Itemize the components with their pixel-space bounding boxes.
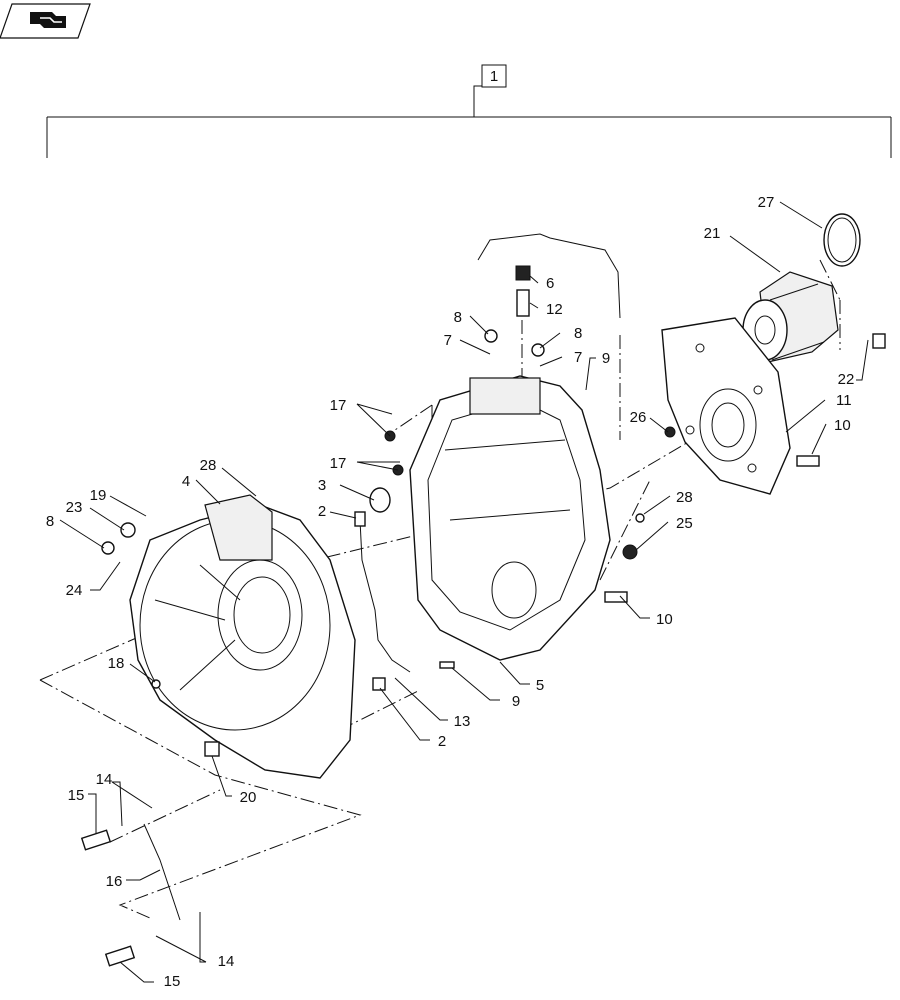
callout-7-left[interactable]: 7	[444, 332, 452, 349]
callout-18[interactable]: 18	[108, 655, 125, 672]
callout-28-right[interactable]: 28	[676, 489, 693, 506]
hose-part	[80, 823, 181, 967]
callout-10-right[interactable]: 10	[834, 417, 851, 434]
callout-8-top-right[interactable]: 8	[574, 325, 582, 342]
callout-3[interactable]: 3	[318, 477, 326, 494]
callout-6[interactable]: 6	[546, 275, 554, 292]
small-parts	[101, 329, 886, 757]
callout-2-lower[interactable]: 2	[438, 733, 446, 750]
book-icon[interactable]	[0, 3, 91, 39]
callout-4[interactable]: 4	[182, 473, 190, 490]
callout-21[interactable]: 21	[704, 225, 721, 242]
callout-27[interactable]: 27	[758, 194, 775, 211]
callout-24[interactable]: 24	[66, 582, 83, 599]
cover-plate-part	[661, 317, 791, 495]
callout-8-left[interactable]: 8	[46, 513, 54, 530]
pressure-tube-part	[354, 511, 411, 691]
callout-26[interactable]: 26	[630, 409, 647, 426]
leader-lines	[59, 201, 869, 983]
callout-15-upper[interactable]: 15	[68, 787, 85, 804]
o-ring-part	[823, 213, 861, 267]
callout-5[interactable]: 5	[536, 677, 544, 694]
callout-9-lower[interactable]: 9	[512, 693, 520, 710]
bell-housing-part	[129, 494, 356, 779]
callout-22[interactable]: 22	[838, 371, 855, 388]
callout-17-lower[interactable]: 17	[330, 455, 347, 472]
callout-15-lower[interactable]: 15	[164, 973, 181, 990]
callout-10-lower[interactable]: 10	[656, 611, 673, 628]
callout-2-upper[interactable]: 2	[318, 503, 326, 520]
assembly-bracket: 1	[46, 64, 892, 158]
callout-9-top[interactable]: 9	[602, 350, 610, 367]
callout-20[interactable]: 20	[240, 789, 257, 806]
callout-28-left[interactable]: 28	[200, 457, 217, 474]
oil-pipe-part	[477, 233, 621, 319]
callout-19[interactable]: 19	[90, 487, 107, 504]
callout-13[interactable]: 13	[454, 713, 471, 730]
callout-16[interactable]: 16	[106, 873, 123, 890]
callout-labels: 27 21 6 12 8 8 7 7 9 22 26 11 10 17 17 2…	[46, 194, 855, 990]
callout-7-right[interactable]: 7	[574, 349, 582, 366]
callout-17-upper[interactable]: 17	[330, 397, 347, 414]
callout-14-upper[interactable]: 14	[96, 771, 113, 788]
callout-23[interactable]: 23	[66, 499, 83, 516]
callout-14-lower[interactable]: 14	[218, 953, 235, 970]
callout-8-top-left[interactable]: 8	[454, 309, 462, 326]
transmission-housing-part	[409, 375, 611, 661]
callout-11[interactable]: 11	[836, 392, 852, 409]
callout-12[interactable]: 12	[546, 301, 563, 318]
callout-25[interactable]: 25	[676, 515, 693, 532]
assembly-label: 1	[490, 68, 498, 85]
